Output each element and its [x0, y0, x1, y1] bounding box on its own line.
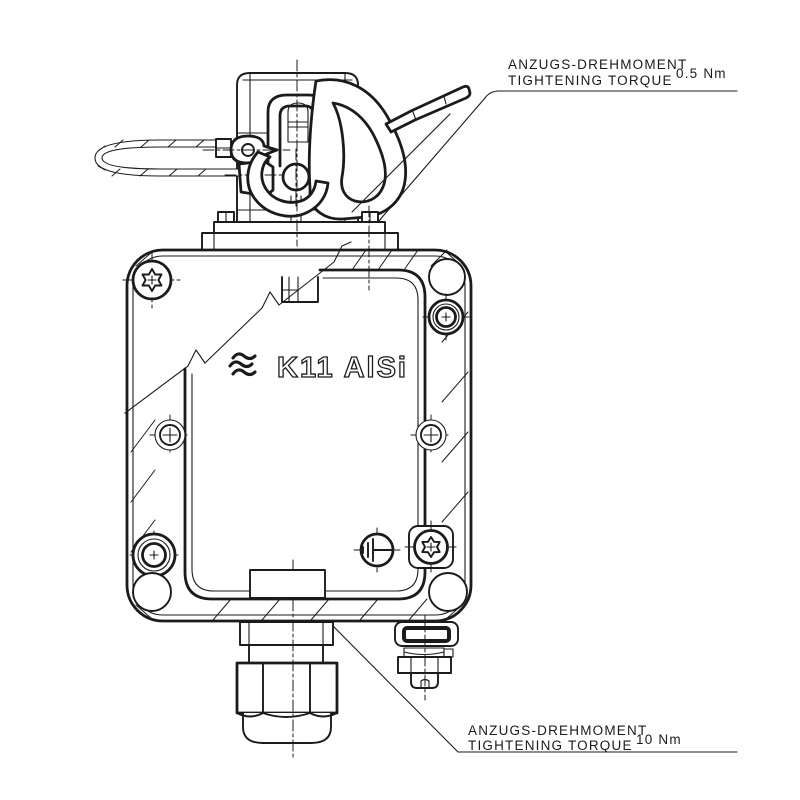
latch-hook: [246, 150, 330, 218]
lever-cutout: [331, 101, 387, 204]
gland-dome-cap: [242, 712, 332, 744]
terminal-block-window: [249, 569, 326, 599]
hole-bottom-right: [428, 572, 468, 612]
cover-screw-mid-left: [149, 414, 191, 456]
pressure-compensation-plug: [394, 614, 459, 701]
annotation-top-torque: ANZUGS-DREHMOMENT TIGHTENING TORQUE 0.5 …: [508, 57, 727, 88]
device-label: K11 AlSi: [228, 351, 408, 385]
enclosure-outline: [125, 248, 473, 623]
model-label: K11 AlSi: [277, 352, 408, 384]
cover-plate: [183, 268, 427, 601]
lever-arm: [384, 84, 472, 134]
leader-lines: [332, 90, 738, 753]
hinge-pin-top-right: [422, 293, 470, 341]
manufacturer-logo-icon: [228, 352, 257, 377]
torx-screw-top-left: [122, 250, 182, 310]
hole-bottom-left: [132, 572, 172, 612]
annotation-line1: ANZUGS-DREHMOMENT: [468, 723, 647, 738]
annotation-line2: TIGHTENING TORQUE: [468, 738, 633, 753]
annotation-line2: TIGHTENING TORQUE: [508, 73, 673, 88]
leader-bottom-torque: [332, 625, 738, 753]
annotation-bottom-torque: ANZUGS-DREHMOMENT TIGHTENING TORQUE 10 N…: [468, 723, 682, 753]
enclosure-body: [122, 241, 473, 623]
cover-screw-mid-right: [410, 414, 452, 456]
leader-top-torque: [377, 90, 738, 223]
head-mounting-flange: [201, 205, 399, 291]
head-housing-outline: [236, 72, 359, 223]
hole-top-right: [428, 258, 466, 296]
cable-gland: [235, 559, 339, 758]
gland-hex-nut: [235, 661, 339, 715]
annotation-value: 0.5 Nm: [676, 66, 727, 81]
break-line: [124, 241, 352, 414]
annotation-value: 10 Nm: [636, 732, 682, 747]
earth-ground-icon: [353, 527, 401, 573]
torx-screw-bottom-right: [404, 520, 458, 574]
hinge-pin-bottom-left: [129, 530, 179, 580]
rope-strand-ticks: [97, 139, 207, 177]
annotation-line1: ANZUGS-DREHMOMENT: [508, 57, 687, 72]
release-lever: [246, 59, 472, 247]
